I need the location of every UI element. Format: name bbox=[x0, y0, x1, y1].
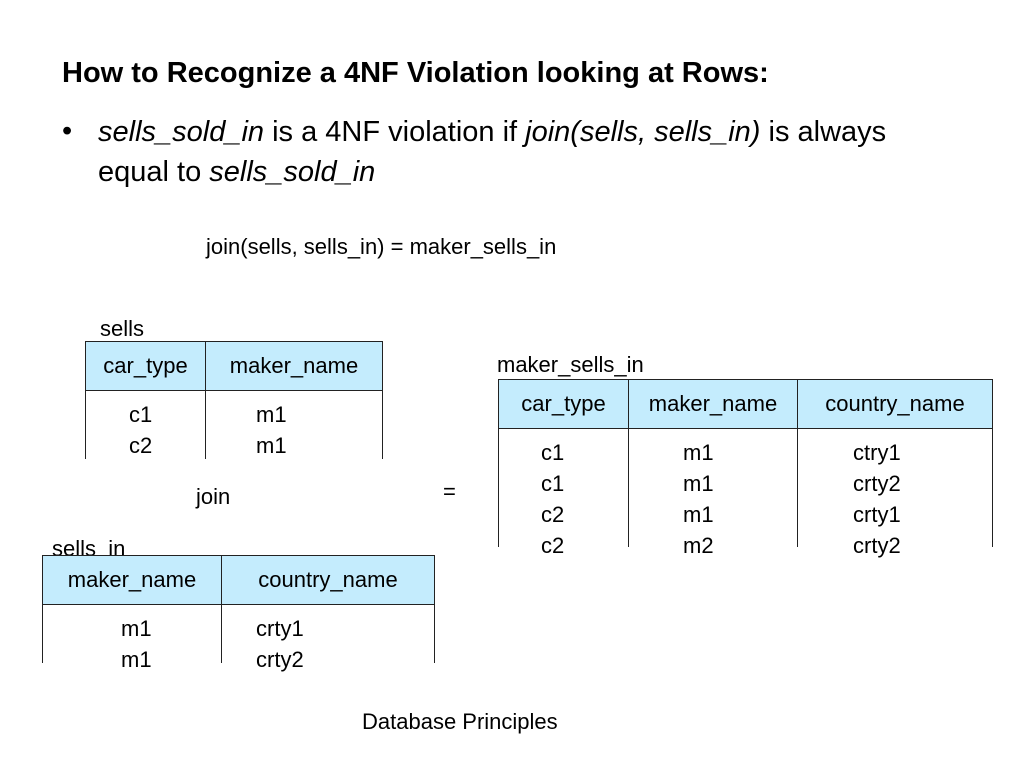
table-cell: crty1 bbox=[256, 616, 304, 641]
msi-header-country-name: country_name bbox=[825, 391, 965, 416]
sells-in-header-maker-name: maker_name bbox=[43, 556, 222, 604]
msi-header-maker-name: maker_name bbox=[629, 380, 798, 428]
sells-table-header: car_type maker_name bbox=[86, 341, 382, 391]
bullet-term-join: join(sells, sells_in) bbox=[525, 116, 761, 148]
table-cell: m1 bbox=[683, 502, 714, 527]
table-cell: m2 bbox=[683, 533, 714, 558]
sells-in-table-header: maker_name country_name bbox=[43, 555, 434, 605]
equals-sign: = bbox=[443, 479, 456, 504]
table-cell: m1 bbox=[121, 616, 152, 641]
table-cell: c1 bbox=[129, 402, 153, 427]
sells-header-maker-name: maker_name bbox=[229, 353, 359, 378]
table-cell: crty2 bbox=[853, 471, 901, 496]
bullet-text: sells_sold_in is a 4NF violation if join… bbox=[98, 112, 958, 192]
table-cell: ctry1 bbox=[853, 440, 901, 465]
sells-table: car_type maker_name c1 c2 m1 m1 bbox=[85, 341, 383, 459]
maker-sells-in-table-body: c1 c1 c2 c2 m1 m1 m1 m2 ctry1 crty2 crty… bbox=[499, 429, 992, 558]
join-equation: join(sells, sells_in) = maker_sells_in bbox=[206, 234, 557, 259]
table-cell: crty2 bbox=[853, 533, 901, 558]
bullet-term-sells-sold-in-2: sells_sold_in bbox=[209, 156, 376, 188]
maker-sells-in-table-header: car_type maker_name country_name bbox=[499, 379, 992, 429]
table-cell: c1 bbox=[541, 440, 565, 465]
table-cell: m1 bbox=[683, 440, 714, 465]
sells-in-column-country-name: crty1 crty2 bbox=[222, 605, 434, 672]
table-cell: m1 bbox=[256, 433, 287, 458]
sells-table-body: c1 c2 m1 m1 bbox=[86, 391, 382, 459]
sells-in-table: maker_name country_name m1 m1 crty1 crty… bbox=[42, 555, 435, 672]
sells-in-header-country-name: country_name bbox=[258, 567, 398, 592]
bullet-phrase-1: is a 4NF violation if bbox=[264, 116, 526, 148]
table-cell: c2 bbox=[129, 433, 153, 458]
sells-column-maker-name: m1 m1 bbox=[206, 391, 382, 459]
table-cell: crty2 bbox=[256, 647, 304, 672]
sells-column-car-type: c1 c2 bbox=[86, 391, 206, 459]
sells-table-caption: sells bbox=[100, 316, 145, 341]
table-cell: crty1 bbox=[853, 502, 901, 527]
join-label: join bbox=[196, 484, 231, 509]
bullet-marker: • bbox=[62, 115, 73, 147]
table-cell: c2 bbox=[541, 502, 565, 527]
msi-column-car-type: c1 c1 c2 c2 bbox=[499, 429, 629, 558]
slide-footer: Database Principles bbox=[362, 709, 558, 734]
msi-column-maker-name: m1 m1 m1 m2 bbox=[629, 429, 798, 558]
table-cell: m1 bbox=[256, 402, 287, 427]
table-cell: c1 bbox=[541, 471, 565, 496]
slide-title: How to Recognize a 4NF Violation looking… bbox=[62, 57, 769, 89]
maker-sells-in-table-caption: maker_sells_in bbox=[497, 352, 644, 377]
msi-column-country-name: ctry1 crty2 crty1 crty2 bbox=[798, 429, 992, 558]
bullet-phrase-2: is always equal to bbox=[98, 116, 887, 188]
table-cell: c2 bbox=[541, 533, 565, 558]
sells-in-table-body: m1 m1 crty1 crty2 bbox=[43, 605, 434, 672]
table-cell: m1 bbox=[121, 647, 152, 672]
msi-header-car-type: car_type bbox=[499, 380, 629, 428]
sells-header-car-type: car_type bbox=[86, 342, 206, 390]
sells-in-column-maker-name: m1 m1 bbox=[43, 605, 222, 672]
bullet-term-sells-sold-in: sells_sold_in bbox=[98, 116, 265, 148]
table-cell: m1 bbox=[683, 471, 714, 496]
maker-sells-in-table: car_type maker_name country_name c1 c1 c… bbox=[498, 379, 993, 558]
